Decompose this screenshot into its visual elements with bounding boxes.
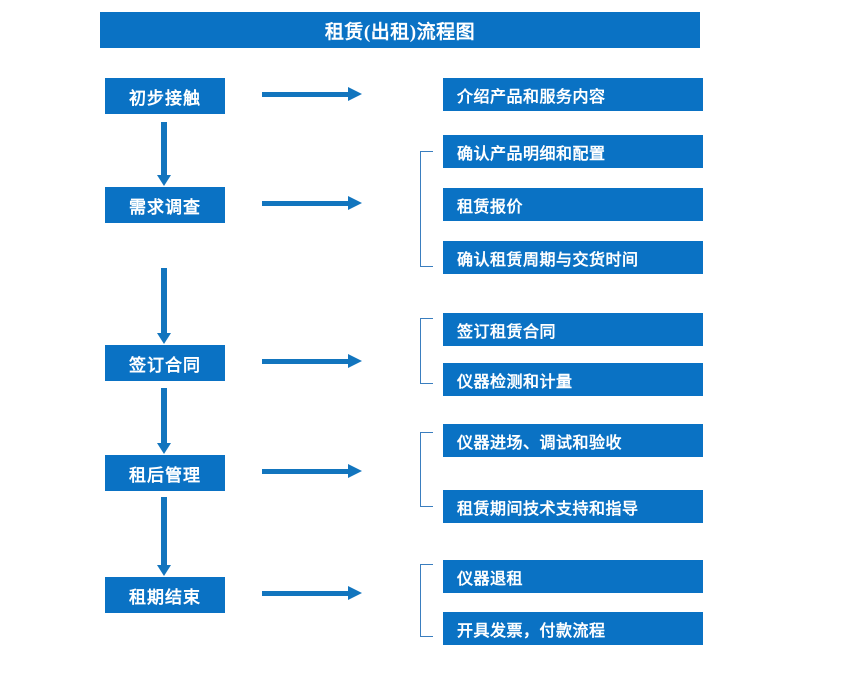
- detail-box-7[interactable]: 仪器进场、调试和验收: [443, 424, 703, 457]
- vertical-arrow-2-to-3: [157, 268, 171, 344]
- chart-title: 租赁(出租)流程图: [100, 12, 700, 48]
- detail-box-6[interactable]: 仪器检测和计量: [443, 363, 703, 396]
- group-bracket-2: [420, 151, 433, 267]
- arrow-shaft: [161, 497, 167, 565]
- vertical-arrow-3-to-4: [157, 388, 171, 454]
- stage-box-5[interactable]: 租期结束: [105, 577, 225, 613]
- arrow-shaft: [161, 388, 167, 443]
- arrow-head-icon: [348, 354, 362, 368]
- arrow-head-icon: [157, 333, 171, 344]
- detail-box-2[interactable]: 确认产品明细和配置: [443, 135, 703, 168]
- detail-box-4[interactable]: 确认租赁周期与交货时间: [443, 241, 703, 274]
- group-bracket-4: [420, 432, 433, 507]
- arrow-head-icon: [348, 87, 362, 101]
- arrow-head-icon: [348, 196, 362, 210]
- arrow-shaft: [262, 469, 350, 474]
- detail-box-9[interactable]: 仪器退租: [443, 560, 703, 593]
- arrow-head-icon: [348, 464, 362, 478]
- arrow-head-icon: [157, 443, 171, 454]
- arrow-head-icon: [157, 175, 171, 186]
- arrow-shaft: [161, 268, 167, 333]
- detail-box-8[interactable]: 租赁期间技术支持和指导: [443, 490, 703, 523]
- arrow-shaft: [262, 92, 350, 97]
- group-bracket-3: [420, 318, 433, 384]
- arrow-head-icon: [157, 565, 171, 576]
- arrow-shaft: [262, 591, 350, 596]
- vertical-arrow-4-to-5: [157, 497, 171, 576]
- stage-box-4[interactable]: 租后管理: [105, 455, 225, 491]
- detail-box-1[interactable]: 介绍产品和服务内容: [443, 78, 703, 111]
- stage-box-2[interactable]: 需求调查: [105, 187, 225, 223]
- detail-box-10[interactable]: 开具发票，付款流程: [443, 612, 703, 645]
- arrow-shaft: [262, 201, 350, 206]
- stage-box-3[interactable]: 签订合同: [105, 345, 225, 381]
- arrow-shaft: [161, 122, 167, 175]
- stage-box-1[interactable]: 初步接触: [105, 78, 225, 114]
- horizontal-arrow-3: [262, 354, 362, 368]
- horizontal-arrow-2: [262, 196, 362, 210]
- arrow-head-icon: [348, 586, 362, 600]
- detail-box-5[interactable]: 签订租赁合同: [443, 313, 703, 346]
- horizontal-arrow-1: [262, 87, 362, 101]
- horizontal-arrow-4: [262, 464, 362, 478]
- vertical-arrow-1-to-2: [157, 122, 171, 186]
- group-bracket-5: [420, 564, 433, 637]
- arrow-shaft: [262, 359, 350, 364]
- detail-box-3[interactable]: 租赁报价: [443, 188, 703, 221]
- horizontal-arrow-5: [262, 586, 362, 600]
